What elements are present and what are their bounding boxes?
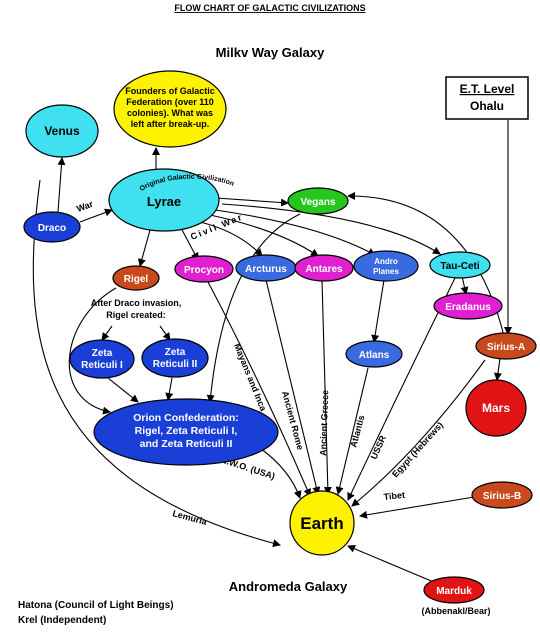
node-marduk: Marduk (Abbenakl/Bear) (421, 576, 491, 616)
edge-draco-war (79, 208, 113, 223)
label-after-draco-1: After Draco invasion, (91, 298, 182, 308)
edge-lyrae-tauceti (221, 203, 441, 255)
svg-text:Sirius-A: Sirius-A (487, 342, 525, 353)
node-siriusa: Sirius-A (475, 332, 537, 360)
edge-rigel-zeta2 (159, 325, 171, 341)
et-ohalu-label: Ohalu (470, 99, 504, 113)
node-vegans: Vegans (287, 187, 349, 215)
node-antares: Antares (294, 254, 354, 282)
node-andromeda: Andro Planes (353, 250, 419, 282)
svg-text:Sirius-B: Sirius-B (483, 491, 521, 502)
orion-line-3: and Zeta Reticuli II (140, 438, 233, 450)
svg-text:Vegans: Vegans (300, 197, 335, 208)
orion-line-2: Rigel, Zeta Reticuli I, (135, 425, 238, 437)
node-mars: Mars (465, 379, 527, 437)
edge-lemuria (32, 179, 281, 548)
node-tauceti: Tau-Ceti (429, 251, 491, 279)
node-rigel: Rigel (112, 265, 160, 291)
edge-lyrae-arcturus (199, 221, 263, 257)
svg-text:Venus: Venus (44, 124, 80, 138)
galaxy-top-label: Milkv Way Galaxy (216, 45, 325, 60)
galaxy-bottom-label: Andromeda Galaxy (229, 579, 348, 594)
svg-text:Draco: Draco (38, 223, 66, 234)
svg-text:Tau-Ceti: Tau-Ceti (440, 261, 479, 272)
svg-text:Atlans: Atlans (359, 350, 390, 361)
svg-text:Arcturus: Arcturus (245, 264, 287, 275)
et-level-box: E.T. Level Ohalu (445, 76, 529, 120)
founders-line-2: Federation (over 110 (126, 97, 214, 107)
edge-rigel-zeta1 (101, 325, 113, 341)
founders-line-4: left after break-up. (131, 119, 210, 129)
chart-title: FLOW CHART OF GALACTIC CIVILIZATIONS (174, 3, 365, 13)
node-earth: Earth (289, 490, 355, 556)
edge-lyrae-vegans (215, 197, 289, 207)
edge-nwo (259, 447, 302, 499)
label-lemuria: Lemuria (171, 508, 208, 527)
svg-text:Earth: Earth (300, 514, 343, 533)
et-level-label: E.T. Level (460, 82, 515, 96)
label-ussr: USSR (369, 433, 389, 460)
node-draco: Draco (23, 211, 81, 243)
edge-lyrae-rigel (138, 229, 151, 267)
founders-line-1: Founders of Galactic (125, 86, 215, 96)
node-orion: Orion Confederation: Rigel, Zeta Reticul… (93, 398, 279, 466)
label-greece: Ancient Greece (318, 390, 330, 456)
node-venus: Venus (25, 104, 99, 158)
label-egypt: Egypt (Hebrews) (390, 420, 445, 479)
label-after-draco-2: Rigel created: (106, 310, 166, 320)
edge-lyrae-andromeda (214, 209, 376, 256)
label-mayans: Mayans and Inca (232, 342, 269, 413)
svg-text:Marduk: Marduk (436, 586, 472, 597)
edge-zeta2-orion (165, 377, 174, 401)
svg-text:Rigel: Rigel (124, 274, 149, 285)
node-founders: Founders of Galactic Federation (over 11… (113, 70, 227, 148)
svg-text:Lyrae: Lyrae (147, 194, 181, 209)
node-lyrae: Lyrae Original Galactic Civilization (108, 168, 235, 232)
edge-atlantis (335, 367, 369, 495)
svg-text:Mars: Mars (482, 401, 510, 415)
node-siriusb: Sirius-B (471, 481, 533, 509)
label-rome: Ancient Rome (280, 390, 305, 451)
edge-rome (265, 279, 321, 495)
andromeda-line-1: Andro (374, 257, 398, 266)
zeta1-line-2: Reticuli I (81, 360, 123, 371)
edge-tibet (359, 496, 475, 519)
edge-siriusa-mars (493, 357, 502, 381)
legend-krel: Krel (Independent) (18, 615, 106, 626)
edge-vegans-orion (206, 213, 301, 403)
label-tibet: Tibet (383, 490, 405, 502)
marduk-sub-label: (Abbenakl/Bear) (421, 606, 490, 616)
andromeda-line-2: Planes (373, 267, 399, 276)
edge-egypt (351, 359, 486, 507)
founders-line-3: colonies). What was (127, 108, 213, 118)
svg-text:Procyon: Procyon (184, 265, 224, 276)
label-war: War (75, 199, 95, 214)
node-atlans: Atlans (345, 340, 403, 368)
zeta2-line-2: Reticuli II (153, 359, 198, 370)
edge-mayans (207, 281, 311, 497)
edge-marduk (347, 545, 437, 584)
svg-text:Eradanus: Eradanus (445, 302, 491, 313)
node-eradanus: Eradanus (433, 292, 503, 320)
edge-tauceti-eradanus (460, 275, 469, 295)
zeta1-line-1: Zeta (92, 348, 113, 359)
node-zeta2: Zeta Reticuli II (141, 338, 209, 378)
label-atlantis: Atlantis (348, 414, 366, 448)
edge-lyrae-procyon (179, 225, 199, 261)
zeta2-line-1: Zeta (165, 347, 186, 358)
legend: Hatona (Council of Light Beings) Krel (I… (18, 600, 174, 626)
edge-andromeda-atlans (371, 279, 385, 343)
svg-text:Antares: Antares (305, 264, 343, 275)
node-procyon: Procyon (174, 255, 234, 283)
legend-hatona: Hatona (Council of Light Beings) (18, 600, 174, 611)
node-zeta1: Zeta Reticuli I (69, 339, 135, 379)
orion-line-1: Orion Confederation: (133, 412, 239, 424)
edge-zeta1-orion (107, 377, 139, 403)
edge-greece (321, 279, 332, 495)
edge-draco-venus (57, 157, 66, 213)
node-arcturus: Arcturus (235, 254, 297, 282)
